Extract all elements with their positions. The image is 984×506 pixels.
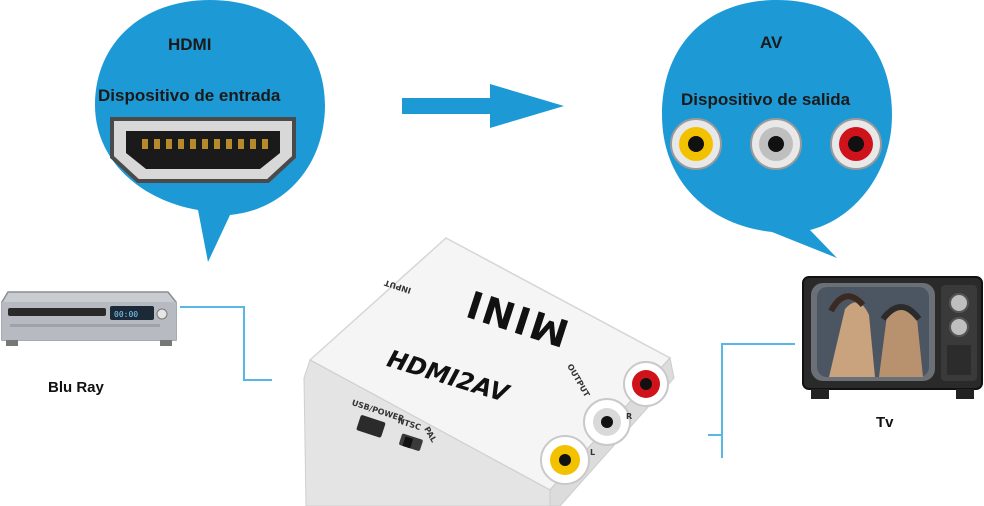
- converter-r-label: R: [626, 412, 633, 421]
- target-device-label: Tv: [876, 414, 894, 431]
- converter-l-label: L: [590, 448, 596, 457]
- hdmi-port-icon: [110, 117, 296, 183]
- input-bubble-subtitle: Dispositivo de entrada: [98, 86, 281, 105]
- crt-tv-icon: [802, 276, 983, 399]
- output-bubble-subtitle: Dispositivo de salida: [681, 90, 851, 109]
- direction-arrow-icon: [402, 84, 564, 128]
- source-device-label: Blu Ray: [48, 379, 104, 396]
- svg-text:00:00: 00:00: [114, 310, 138, 319]
- rca-jacks-icon: [670, 118, 882, 170]
- converter-box: [303, 237, 675, 506]
- output-bubble-title: AV: [760, 33, 783, 52]
- input-bubble-title: HDMI: [168, 35, 212, 54]
- bluray-player-icon: 00:00: [1, 291, 177, 346]
